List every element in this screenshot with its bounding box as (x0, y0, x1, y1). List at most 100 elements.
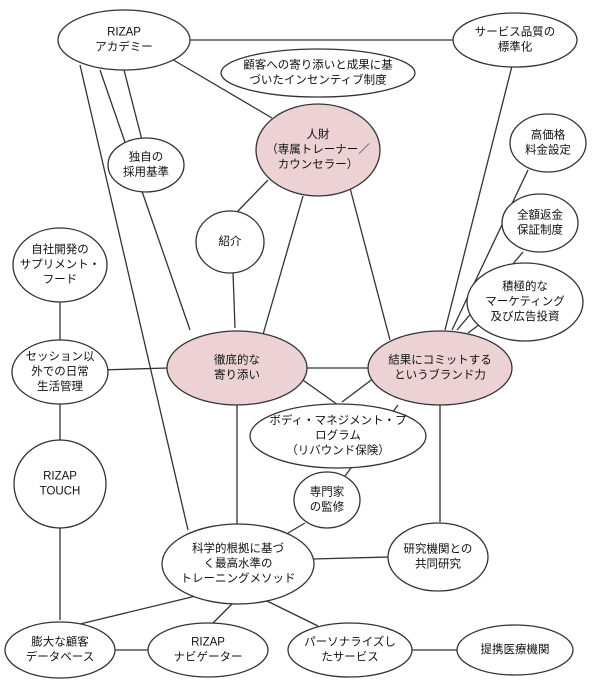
edge-thorough-body (299, 377, 339, 406)
node-label-service-quality: 標準化 (498, 40, 533, 54)
node-label-high-price: 料金設定 (525, 143, 571, 157)
node-shape-customer-db (4, 621, 116, 679)
edge-academy-science (79, 64, 189, 531)
node-label-human-resources: （専属トレーナー／ (266, 143, 370, 156)
edge-quality-brand (444, 65, 513, 331)
node-label-body-management: ボディ・マネジメント・プ (269, 413, 407, 427)
node-label-joint-research: 共同研究 (415, 557, 461, 571)
node-label-expert-supervision: 専門家 (310, 485, 345, 499)
node-label-rizap-academy: RIZAP (107, 27, 141, 39)
node-label-life-management: 外での日常 (31, 365, 89, 378)
node-shape-science-training (161, 523, 315, 605)
node-label-rizap-touch: RIZAP (43, 471, 77, 483)
node-label-medical: 提携医療機関 (481, 642, 550, 656)
edge-hr-thorough (261, 195, 304, 339)
node-shape-marketing (466, 262, 584, 342)
node-label-thorough-support: 寄り添い (214, 368, 260, 382)
node-label-full-refund: 全額返金 (517, 208, 563, 222)
node-label-human-resources: カウンセラー） (278, 158, 359, 171)
diagram-nodes: RIZAPアカデミーサービス品質の標準化顧客への寄り添いと成果に基づいたインセン… (4, 9, 587, 679)
node-label-full-refund: 保証制度 (517, 223, 563, 237)
node-label-science-training: く最高水準の (204, 556, 273, 570)
node-label-life-management: 生活管理 (37, 379, 83, 393)
node-label-rizap-navigator: ナビゲーター (174, 651, 243, 664)
node-label-science-training: トレーニングメソッド (181, 571, 296, 585)
node-label-human-resources: 人財 (307, 127, 330, 141)
node-label-science-training: 科学的根拠に基づ (192, 541, 284, 555)
node-label-rizap-academy: アカデミー (95, 40, 153, 54)
node-label-joint-research: 研究機関との (404, 542, 473, 556)
edge-academy-hr (169, 57, 273, 119)
edge-science-navigator (209, 603, 233, 627)
node-shape-service-quality (452, 12, 578, 68)
node-label-supplement-food: 自社開発の (31, 242, 89, 256)
node-shape-high-price (509, 113, 587, 173)
node-shape-thorough-support (166, 330, 308, 406)
edge-science-joint (311, 556, 390, 560)
node-rizap-touch: RIZAP TOUCH (13, 439, 107, 529)
node-label-own-hiring: 独自の (129, 150, 164, 164)
node-label-personalized: パーソナライズし (304, 635, 396, 649)
node-label-own-hiring: 採用基準 (123, 165, 169, 179)
node-label-rizap-navigator: RIZAP (191, 637, 225, 649)
node-label-body-management: （リバウンド保険） (286, 443, 390, 457)
node-shape-rizap-touch (13, 439, 107, 529)
node-shape-joint-research (387, 522, 489, 592)
node-shape-full-refund (501, 193, 579, 253)
node-label-customer-db: データベース (26, 650, 94, 664)
node-medical: 提携医療機関 (456, 624, 574, 676)
node-label-body-management: ログラム (315, 428, 361, 442)
node-shape-life-management (11, 339, 109, 405)
node-shape-body-management (249, 403, 427, 469)
node-label-marketing: マーケティング (485, 294, 565, 308)
edge-science-personalized (264, 599, 319, 627)
node-label-thorough-support: 徹底的な (214, 353, 260, 367)
node-label-life-management: セッション以 (26, 350, 95, 363)
node-label-introduction: 紹介 (219, 235, 242, 248)
node-label-marketing: 積極的な (502, 279, 548, 293)
node-shape-introduction (195, 210, 265, 274)
node-label-high-price: 高価格 (531, 128, 566, 142)
node-label-marketing: 及び広告投資 (491, 309, 560, 323)
edge-hr-intro (236, 179, 269, 213)
node-label-service-quality: サービス品質の (475, 25, 556, 39)
node-label-expert-supervision: の監修 (310, 500, 345, 514)
node-shape-supplement-food (12, 227, 108, 303)
node-shape-brand-commit (367, 330, 513, 406)
node-shape-rizap-navigator (147, 622, 269, 678)
edge-life-thorough (99, 367, 169, 371)
node-label-customer-db: 膨大な顧客 (31, 635, 89, 649)
node-introduction: 紹介 (195, 210, 265, 274)
edge-expert-science (287, 522, 306, 534)
node-shape-expert-supervision (293, 471, 361, 529)
node-label-incentive-system: 顧客への寄り添いと成果に基 (243, 58, 393, 72)
edge-hr-brand (349, 187, 391, 341)
node-shape-rizap-academy (57, 9, 191, 71)
node-shape-incentive-system (220, 48, 416, 98)
node-rizap-navigator: RIZAP ナビゲーター (147, 622, 269, 678)
edge-intro-thorough (232, 271, 236, 329)
node-label-personalized: たサービス (321, 651, 379, 664)
node-label-supplement-food: サプリメント・ (20, 258, 101, 271)
node-shape-personalized (287, 622, 413, 678)
node-label-incentive-system: づいたインセンティブ制度 (249, 73, 387, 87)
node-label-rizap-touch: TOUCH (40, 486, 81, 498)
edge-academy-own-hiring (123, 69, 143, 141)
